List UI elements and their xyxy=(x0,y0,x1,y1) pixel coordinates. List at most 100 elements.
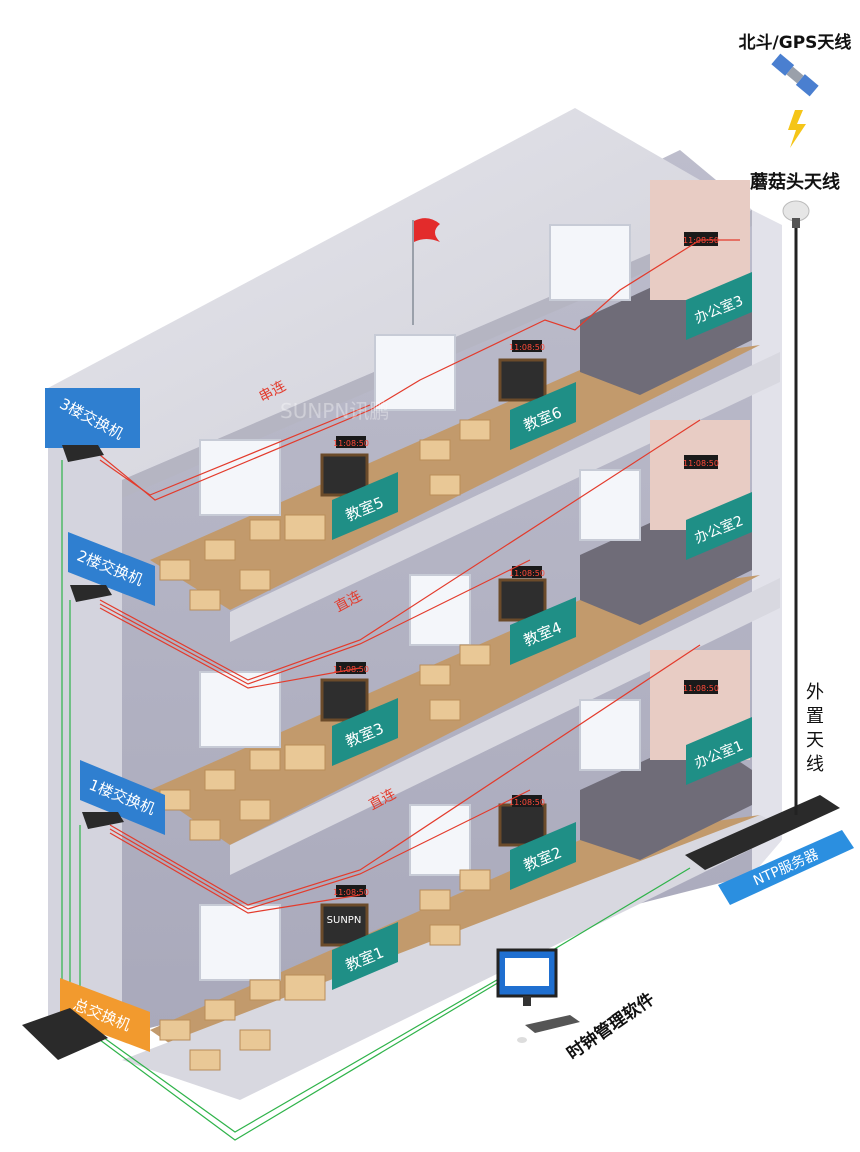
clock: 11:08:50 xyxy=(333,885,369,897)
windows xyxy=(199,224,641,981)
direct-cable xyxy=(99,559,531,685)
mushroom-antenna-label: 蘑菇头天线 xyxy=(750,171,840,193)
desk xyxy=(284,974,326,1001)
svg-text:11:08:50: 11:08:50 xyxy=(683,459,719,468)
serial-cable xyxy=(99,404,371,496)
window xyxy=(374,334,456,411)
slab-ground xyxy=(122,815,790,1100)
blackboards xyxy=(320,358,547,947)
desk xyxy=(239,1029,271,1051)
desk xyxy=(284,514,326,541)
blackboard xyxy=(498,358,547,402)
ntp-server-device xyxy=(685,795,840,870)
direct-cable xyxy=(99,419,701,681)
sign-classroom4: 教室4 xyxy=(510,597,576,665)
floor2-switch: 2楼交换机 xyxy=(68,532,155,606)
svg-text:置: 置 xyxy=(806,706,824,727)
switch-device xyxy=(70,585,112,602)
clock: 11:08:50 xyxy=(683,680,719,694)
sign-classroom1: 教室1 xyxy=(332,922,398,990)
svg-text:11:08:50: 11:08:50 xyxy=(509,343,545,352)
ntp-server-label-bg xyxy=(718,830,854,905)
desk xyxy=(249,519,281,541)
desk xyxy=(249,979,281,1001)
mouse xyxy=(517,1037,527,1043)
desk xyxy=(159,559,191,581)
ntp-cable xyxy=(99,954,541,1133)
svg-text:11:08:50: 11:08:50 xyxy=(509,569,545,578)
direct-cable xyxy=(109,789,531,910)
clock: 11:08:50 xyxy=(683,455,719,469)
svg-text:线: 线 xyxy=(806,754,824,775)
sign-classroom6: 教室6 xyxy=(510,382,576,450)
slab-2-1 xyxy=(230,578,780,875)
desk xyxy=(419,439,451,461)
window xyxy=(579,469,641,541)
mushroom-antenna-icon xyxy=(782,200,810,228)
direct-cable xyxy=(109,644,701,906)
board-brand: SUNPN xyxy=(327,915,362,926)
floor3-switch: 3楼交换机 xyxy=(45,388,140,462)
desk xyxy=(429,474,461,496)
svg-text:11:08:50: 11:08:50 xyxy=(333,888,369,897)
sign-classroom2: 教室2 xyxy=(510,822,576,890)
desk xyxy=(239,569,271,591)
desk xyxy=(459,419,491,441)
lightning-icon xyxy=(788,110,806,148)
switch-device xyxy=(82,812,124,829)
blackboard xyxy=(498,803,547,847)
desk xyxy=(419,664,451,686)
window xyxy=(579,699,641,771)
main-switch-device xyxy=(22,1008,108,1060)
desk xyxy=(249,749,281,771)
desk xyxy=(204,769,236,791)
software-label: 时钟管理软件 xyxy=(563,988,659,1064)
desk xyxy=(459,869,491,891)
desk xyxy=(189,589,221,611)
desk xyxy=(239,799,271,821)
desk xyxy=(204,999,236,1021)
building-roof xyxy=(48,108,752,480)
svg-text:11:08:50: 11:08:50 xyxy=(333,439,369,448)
desk xyxy=(189,1049,221,1071)
serial-cable xyxy=(99,239,740,501)
building-right-wall xyxy=(752,210,782,875)
window xyxy=(549,224,631,301)
svg-text:11:08:50: 11:08:50 xyxy=(683,684,719,693)
floor-slabs xyxy=(122,345,790,1100)
satellite-icon xyxy=(771,53,819,97)
desk xyxy=(429,699,461,721)
switch-device xyxy=(62,445,104,462)
flag xyxy=(412,218,440,325)
clock: 11:08:50 xyxy=(683,232,719,246)
svg-text:11:08:50: 11:08:50 xyxy=(509,798,545,807)
desks xyxy=(159,419,491,1071)
desk xyxy=(204,539,236,561)
svg-text:天: 天 xyxy=(806,730,824,751)
blackboard xyxy=(320,678,369,722)
window xyxy=(409,574,471,646)
clock: 11:08:50 xyxy=(509,566,545,578)
clock: 11:08:50 xyxy=(333,436,369,448)
gps-antenna-label: 北斗/GPS天线 xyxy=(739,32,852,53)
direct-cable xyxy=(99,607,361,689)
window xyxy=(409,804,471,876)
blackboard xyxy=(498,578,547,622)
desk xyxy=(419,889,451,911)
window xyxy=(199,439,281,516)
green-cables xyxy=(61,460,691,1141)
external-antenna-label: 外 置 天 线 xyxy=(806,682,824,775)
management-computer xyxy=(496,948,580,1043)
window xyxy=(199,904,281,981)
desk xyxy=(429,924,461,946)
desk xyxy=(459,644,491,666)
desk xyxy=(189,819,221,841)
direct-cable xyxy=(109,832,361,914)
sign-classroom5: 教室5 xyxy=(332,472,398,540)
svg-text:外: 外 xyxy=(806,682,824,703)
red-cables xyxy=(99,239,740,914)
building-left-wall xyxy=(48,390,122,1035)
sign-classroom3: 教室3 xyxy=(332,698,398,766)
clock: 11:08:50 xyxy=(509,340,545,352)
